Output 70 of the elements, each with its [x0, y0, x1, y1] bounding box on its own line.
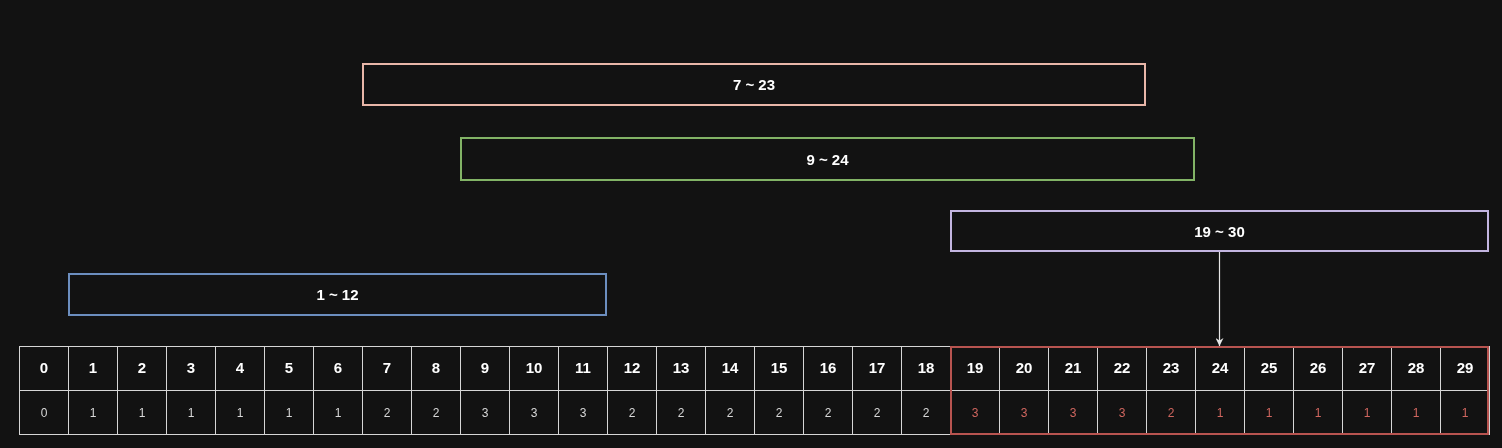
- count-cell: 2: [363, 391, 412, 435]
- count-cell: 3: [1098, 391, 1147, 435]
- index-cell: 8: [412, 347, 461, 391]
- count-cell: 1: [167, 391, 216, 435]
- count-cell: 1: [1343, 391, 1392, 435]
- count-cell: 2: [706, 391, 755, 435]
- index-cell: 19: [951, 347, 1000, 391]
- count-cell: 1: [1294, 391, 1343, 435]
- index-cell: 25: [1245, 347, 1294, 391]
- index-cell: 28: [1392, 347, 1441, 391]
- index-cell: 3: [167, 347, 216, 391]
- arrow: [1215, 251, 1224, 347]
- index-cell: 6: [314, 347, 363, 391]
- index-cell: 4: [216, 347, 265, 391]
- count-cell: 1: [69, 391, 118, 435]
- index-cell: 23: [1147, 347, 1196, 391]
- index-cell: 11: [559, 347, 608, 391]
- count-cell: 3: [1000, 391, 1049, 435]
- count-cell: 3: [510, 391, 559, 435]
- count-cell: 1: [118, 391, 167, 435]
- range-box: [68, 273, 607, 316]
- count-cell: 2: [804, 391, 853, 435]
- index-cell: 29: [1441, 347, 1490, 391]
- count-cell: 3: [559, 391, 608, 435]
- count-cell: 2: [657, 391, 706, 435]
- index-cell: 5: [265, 347, 314, 391]
- count-cell: 1: [1196, 391, 1245, 435]
- index-cell: 14: [706, 347, 755, 391]
- range-box: [362, 63, 1146, 106]
- count-cell: 1: [314, 391, 363, 435]
- index-cell: 0: [20, 347, 69, 391]
- range-label: 9 ~ 24: [806, 151, 849, 167]
- index-cell: 26: [1294, 347, 1343, 391]
- index-cell: 2: [118, 347, 167, 391]
- range-label: 1 ~ 12: [316, 287, 359, 302]
- count-cell: 2: [755, 391, 804, 435]
- count-cell: 1: [1392, 391, 1441, 435]
- count-cell: 3: [1049, 391, 1098, 435]
- index-cell: 20: [1000, 347, 1049, 391]
- count-cell: 1: [1245, 391, 1294, 435]
- count-cell: 0: [20, 391, 69, 435]
- highlight-frame: [950, 346, 1489, 435]
- index-cell: 18: [902, 347, 951, 391]
- count-cell: 3: [461, 391, 510, 435]
- count-cell: 1: [265, 391, 314, 435]
- count-cell: 2: [412, 391, 461, 435]
- index-cell: 16: [804, 347, 853, 391]
- count-cell: 2: [608, 391, 657, 435]
- index-cell: 10: [510, 347, 559, 391]
- index-cell: 15: [755, 347, 804, 391]
- range-label: 19 ~ 30: [1194, 223, 1245, 239]
- index-cell: 21: [1049, 347, 1098, 391]
- count-cell: 3: [951, 391, 1000, 435]
- index-cell: 27: [1343, 347, 1392, 391]
- count-cell: 1: [1441, 391, 1490, 435]
- index-cell: 22: [1098, 347, 1147, 391]
- count-cell: 2: [1147, 391, 1196, 435]
- index-cell: 12: [608, 347, 657, 391]
- count-cell: 1: [216, 391, 265, 435]
- index-cell: 24: [1196, 347, 1245, 391]
- range-label: 7 ~ 23: [732, 77, 776, 92]
- count-cell: 2: [853, 391, 902, 435]
- count-cell: 2: [902, 391, 951, 435]
- index-cell: 13: [657, 347, 706, 391]
- range-box: [460, 137, 1195, 181]
- index-cell: 7: [363, 347, 412, 391]
- range-box: [950, 210, 1489, 252]
- index-cell: 1: [69, 347, 118, 391]
- index-cell: 17: [853, 347, 902, 391]
- index-cell: 9: [461, 347, 510, 391]
